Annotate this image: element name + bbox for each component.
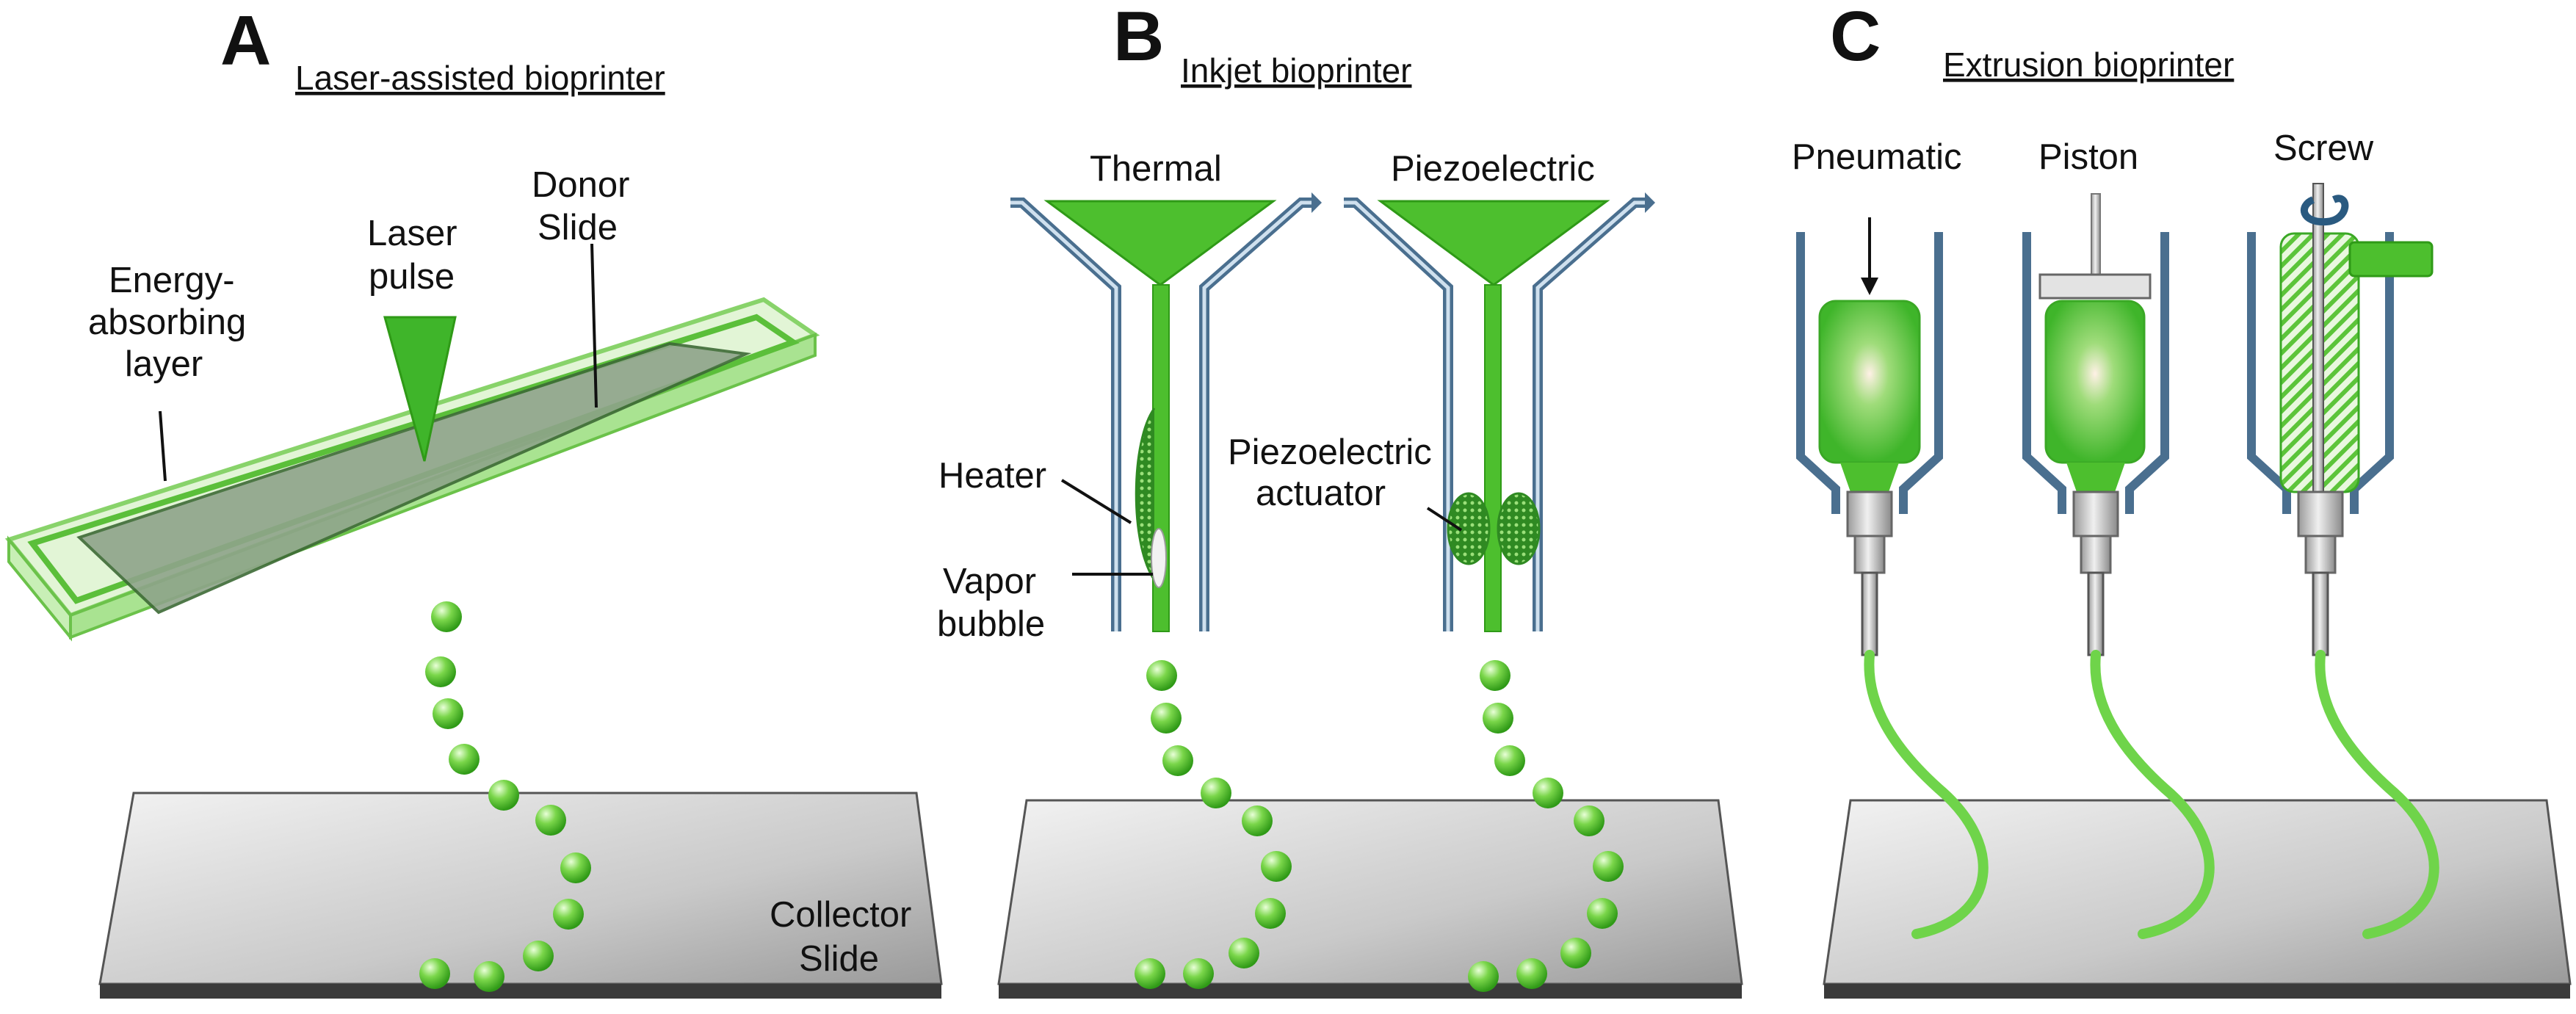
droplet: [1135, 958, 1165, 989]
droplet: [1587, 898, 1618, 929]
collector-slide-b: [997, 799, 1743, 999]
droplet: [535, 805, 566, 836]
bioink-reservoir: [1818, 300, 1921, 464]
panel-c-letter: C: [1830, 0, 1881, 76]
energy-absorbing-layer: [76, 341, 752, 615]
heater-element: [1135, 408, 1156, 581]
donor-label-2: Slide: [538, 208, 618, 247]
collector-label-1: Collector: [770, 895, 911, 935]
vapor-label-1: Vapor: [943, 562, 1036, 601]
droplet-stream-thermal: [1135, 660, 1292, 989]
droplet: [1162, 745, 1193, 776]
droplet: [449, 744, 480, 775]
panel-b: B Inkjet bioprinter Thermal Heater Vapor…: [937, 0, 1743, 999]
piezo-actuator-right: [1497, 492, 1541, 565]
droplet: [1146, 660, 1177, 691]
actuator-leader: [1426, 507, 1463, 532]
donor-label-1: Donor: [532, 165, 629, 205]
droplet: [425, 656, 456, 687]
droplet: [1468, 961, 1499, 992]
droplet-stream-a: [419, 601, 591, 992]
droplet: [1574, 805, 1604, 836]
piston-rod: [2091, 193, 2101, 277]
laser-label-2: pulse: [369, 257, 455, 297]
pneumatic-label: Pneumatic: [1792, 137, 1962, 177]
piston-label: Piston: [2038, 137, 2138, 177]
rotation-arrow: [2301, 195, 2349, 226]
droplet: [1201, 778, 1231, 808]
screw-label: Screw: [2273, 128, 2374, 168]
droplet: [1242, 805, 1273, 836]
extruded-filament: [1864, 650, 1989, 939]
droplet: [419, 958, 450, 989]
energy-label-3: layer: [125, 344, 203, 384]
donor-slide-leader: [590, 243, 598, 408]
droplet: [523, 941, 554, 971]
collector-label-2: Slide: [799, 939, 879, 979]
thermal-printhead: [1010, 192, 1322, 632]
pneumatic-extruder: [1796, 217, 1989, 939]
energy-layer-leader: [159, 410, 167, 482]
droplet: [1516, 958, 1547, 989]
panel-b-title: Inkjet bioprinter: [1181, 51, 1412, 90]
droplet: [1560, 938, 1591, 968]
droplet: [1480, 660, 1510, 691]
droplet: [433, 698, 463, 729]
energy-label-1: Energy-: [109, 261, 235, 300]
vapor-bubble: [1151, 528, 1167, 588]
vapor-label-2: bubble: [937, 604, 1045, 644]
droplet: [1151, 703, 1182, 734]
droplet: [431, 601, 462, 632]
laser-pulse-cone: [383, 316, 457, 462]
panel-a-letter: A: [220, 1, 271, 80]
collector-slide-a: [98, 792, 943, 999]
droplet-stream-piezo: [1468, 660, 1624, 992]
nozzle: [1861, 571, 1878, 656]
actuator-label-1: Piezoelectric: [1228, 432, 1432, 472]
panel-c-title: Extrusion bioprinter: [1943, 46, 2234, 84]
droplet: [1593, 851, 1624, 882]
heater-label: Heater: [938, 456, 1046, 496]
panel-a-title: Laser-assisted bioprinter: [295, 59, 665, 97]
droplet: [1229, 938, 1259, 968]
collector-slide-c: [1823, 799, 2572, 999]
droplet: [1261, 851, 1292, 882]
droplet: [474, 961, 504, 992]
piezo-printhead: [1344, 192, 1655, 632]
donor-slide: [4, 297, 820, 642]
actuator-label-2: actuator: [1256, 474, 1386, 513]
screw-extruder: [2247, 183, 2439, 939]
droplet: [1494, 745, 1525, 776]
panel-a: A Laser-assisted bioprinter Energy- abso…: [4, 1, 943, 999]
piston-extruder: [2022, 193, 2215, 939]
thermal-label: Thermal: [1090, 149, 1222, 189]
droplet: [1533, 778, 1563, 808]
piezo-actuator-left: [1447, 492, 1491, 565]
heater-leader: [1060, 479, 1132, 524]
droplet: [1255, 898, 1286, 929]
material-feed: [2348, 241, 2434, 278]
droplet: [1483, 703, 1513, 734]
panel-b-letter: B: [1113, 0, 1164, 76]
panel-c: C Extrusion bioprinter Pneumatic: [1792, 0, 2572, 999]
droplet: [488, 780, 519, 811]
piston-plunger: [2038, 273, 2152, 300]
droplet: [560, 852, 591, 883]
laser-label-1: Laser: [367, 214, 457, 253]
piezo-label: Piezoelectric: [1391, 149, 1595, 189]
droplet: [553, 899, 584, 930]
energy-label-2: absorbing: [88, 303, 246, 342]
droplet: [1183, 958, 1214, 989]
